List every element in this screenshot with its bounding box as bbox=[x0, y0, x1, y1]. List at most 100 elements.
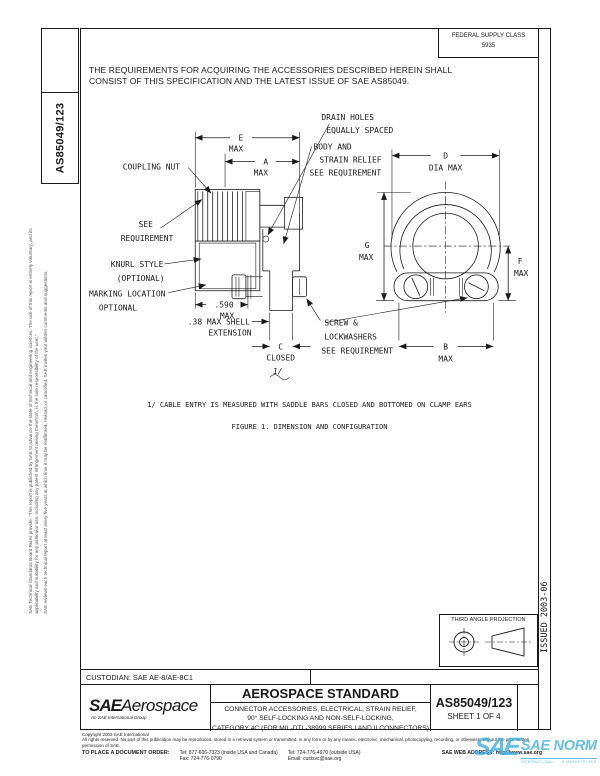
svg-text:MARKING LOCATION: MARKING LOCATION bbox=[89, 290, 166, 299]
svg-text:KNURL STYLE: KNURL STYLE bbox=[111, 260, 164, 269]
label-see-requirement: SEE REQUIREMENT bbox=[121, 199, 203, 243]
requirements-paragraph: THE REQUIREMENTS FOR ACQUIRING THE ACCES… bbox=[89, 65, 453, 87]
title-block-empty-cell bbox=[518, 685, 538, 731]
doc-number-tab: AS85049/123 bbox=[41, 28, 79, 184]
sae-logo-text: SAE bbox=[89, 695, 122, 715]
third-angle-label: THIRD ANGLE PROJECTION bbox=[451, 617, 526, 623]
drawing-frame: ISSUED 2003-06 FEDERAL SUPPLY CLASS 5935… bbox=[80, 28, 551, 732]
figure-1-drawing: E MAX A MAX bbox=[89, 113, 529, 380]
bore-circle bbox=[412, 212, 479, 280]
svg-text:OPTIONAL: OPTIONAL bbox=[99, 304, 137, 313]
dim-c-closed: CLOSED bbox=[266, 353, 295, 362]
issued-date-vertical: ISSUED 2003-06 bbox=[540, 581, 550, 653]
label-marking-location: MARKING LOCATION OPTIONAL bbox=[89, 283, 207, 313]
copyright-line1: Copyright 2003 SAE International bbox=[82, 732, 149, 737]
body-elbow bbox=[262, 213, 300, 312]
dim-590: .590 MAX bbox=[194, 292, 249, 321]
dim-b: B MAX bbox=[398, 302, 494, 363]
logo-subtitle: An SAE International Group bbox=[91, 714, 147, 720]
issued-strip-divider bbox=[538, 29, 539, 729]
order-tel1: Tel: 877-606-7323 (inside USA and Canada… bbox=[179, 749, 278, 756]
dim-b-letter: B bbox=[443, 342, 448, 351]
coupling-nut-graphic bbox=[194, 189, 261, 292]
end-view: D DIA MAX G MAX F MAX bbox=[359, 149, 529, 363]
standard-title-line1: CONNECTOR ACCESSORIES, ELECTRICAL, STRAI… bbox=[224, 706, 417, 713]
order-fax: Fax: 724-776-0790 bbox=[179, 755, 222, 762]
side-clamp-screws bbox=[231, 274, 307, 300]
dim-a: A MAX bbox=[224, 153, 300, 188]
clamp-screw-left bbox=[403, 274, 429, 300]
svg-text:BODY AND: BODY AND bbox=[313, 143, 351, 152]
fsc-value: 5935 bbox=[481, 42, 496, 49]
third-angle-projection-box: THIRD ANGLE PROJECTION bbox=[439, 614, 538, 667]
svg-text:LOCKWASHERS: LOCKWASHERS bbox=[324, 332, 377, 341]
standard-title-cell: AEROSPACE STANDARD CONNECTOR ACCESSORIES… bbox=[211, 685, 431, 732]
copyright-line2: All rights reserved. No part of this pub… bbox=[82, 737, 530, 748]
dim-a-letter: A bbox=[263, 158, 268, 167]
side-view: E MAX A MAX bbox=[89, 113, 468, 380]
order-tel2: Tel: 724-776-4970 (outside USA) bbox=[287, 749, 361, 756]
svg-text:SEE REQUIREMENT: SEE REQUIREMENT bbox=[321, 346, 393, 355]
dim-d: D DIA MAX bbox=[391, 149, 500, 240]
order-email: Email: custsvc@sae.org bbox=[287, 755, 342, 762]
dim-f-letter: F bbox=[518, 257, 523, 266]
figure-note: 1/ CABLE ENTRY IS MEASURED WITH SADDLE B… bbox=[147, 401, 472, 409]
fsc-label: FEDERAL SUPPLY CLASS bbox=[451, 33, 526, 39]
sheet-number: SHEET 1 OF 4 bbox=[447, 711, 501, 721]
svg-text:(OPTIONAL): (OPTIONAL) bbox=[117, 274, 165, 283]
label-knurl-style: KNURL STYLE (OPTIONAL) bbox=[111, 256, 202, 283]
left-margin-disclaimer-2: SAE reviews each technical report at lea… bbox=[43, 270, 48, 614]
nut-knurl-section bbox=[198, 242, 257, 290]
dim-590-value: .590 bbox=[214, 301, 233, 310]
nut-wave-spring bbox=[245, 191, 261, 242]
custodian-row: CUSTODIAN: SAE AE-8/AE-8C1 bbox=[81, 669, 538, 685]
doc-number-vertical: AS85049/123 bbox=[54, 102, 66, 174]
label-drain-holes: DRAIN HOLES EQUALLY SPACED bbox=[267, 113, 394, 236]
sae-web-address: SAE WEB ADDRESS: http://www.sae.org bbox=[441, 749, 542, 756]
footer: Copyright 2003 SAE International All rig… bbox=[82, 732, 542, 762]
third-angle-symbol bbox=[449, 627, 532, 657]
svg-text:DRAIN HOLES: DRAIN HOLES bbox=[321, 113, 374, 122]
svg-text:REQUIREMENT: REQUIREMENT bbox=[121, 234, 174, 243]
svg-text:EQUALLY SPACED: EQUALLY SPACED bbox=[326, 126, 393, 135]
flange-outer-arc bbox=[390, 192, 501, 273]
dim-g-max: MAX bbox=[359, 253, 374, 262]
doc-number-cell: AS85049/123 SHEET 1 OF 4 bbox=[431, 685, 518, 731]
dim-d-letter: D bbox=[443, 152, 448, 161]
dim-d-diamax: DIA MAX bbox=[429, 164, 463, 173]
note-ref-mark: 1/ bbox=[273, 367, 283, 376]
dim-a-max: MAX bbox=[254, 168, 269, 177]
shell-ext-line2: EXTENSION bbox=[209, 328, 252, 337]
standard-title-line2: 90° SELF-LOCKING AND NON-SELF-LOCKING, bbox=[247, 715, 394, 723]
doc-tab-empty-cell bbox=[42, 29, 78, 93]
dim-b-max: MAX bbox=[438, 354, 453, 363]
shell-ext-line1: .38 MAX SHELL bbox=[188, 318, 250, 327]
svg-text:SEE REQUIREMENT: SEE REQUIREMENT bbox=[310, 168, 382, 177]
svg-text:SCREW &: SCREW & bbox=[324, 319, 358, 328]
watermark-sub-right: E-MARKETPLACE bbox=[561, 759, 597, 764]
dim-e-letter: E bbox=[239, 134, 244, 143]
flange-middle-arc bbox=[399, 204, 492, 270]
dim-c-letter: C bbox=[278, 342, 283, 351]
clamp-base bbox=[393, 272, 499, 302]
standard-title-line3: CATEGORY 4C (FOR MIL-DTL-38999 SERIES I … bbox=[212, 724, 429, 732]
dim-c: C CLOSED 1/ bbox=[251, 312, 311, 380]
dim-e: E MAX bbox=[194, 131, 300, 214]
dim-g: G MAX bbox=[359, 192, 411, 301]
aerospace-logo-text: Aerospace bbox=[120, 695, 198, 715]
svg-text:COUPLING NUT: COUPLING NUT bbox=[123, 163, 181, 172]
doc-number: AS85049/123 bbox=[435, 695, 513, 710]
top-saddle-screw bbox=[259, 196, 303, 230]
clamp-screw-right bbox=[464, 274, 489, 300]
sae-aerospace-logo: SAEAerospace An SAE International Group bbox=[81, 685, 211, 731]
label-coupling-nut: COUPLING NUT bbox=[123, 163, 212, 194]
order-label: TO PLACE A DOCUMENT ORDER: bbox=[82, 749, 170, 756]
dim-e-max: MAX bbox=[229, 145, 244, 154]
figure-caption: FIGURE 1. DIMENSION AND CONFIGURATION bbox=[231, 423, 388, 431]
federal-supply-class-box: FEDERAL SUPPLY CLASS 5935 bbox=[438, 29, 538, 58]
shell-extension-note: .38 MAX SHELL EXTENSION bbox=[188, 318, 269, 337]
dim-f-max: MAX bbox=[514, 269, 529, 278]
doc-tab-number-cell: AS85049/123 bbox=[42, 93, 78, 183]
dim-590-max: MAX bbox=[220, 312, 235, 321]
